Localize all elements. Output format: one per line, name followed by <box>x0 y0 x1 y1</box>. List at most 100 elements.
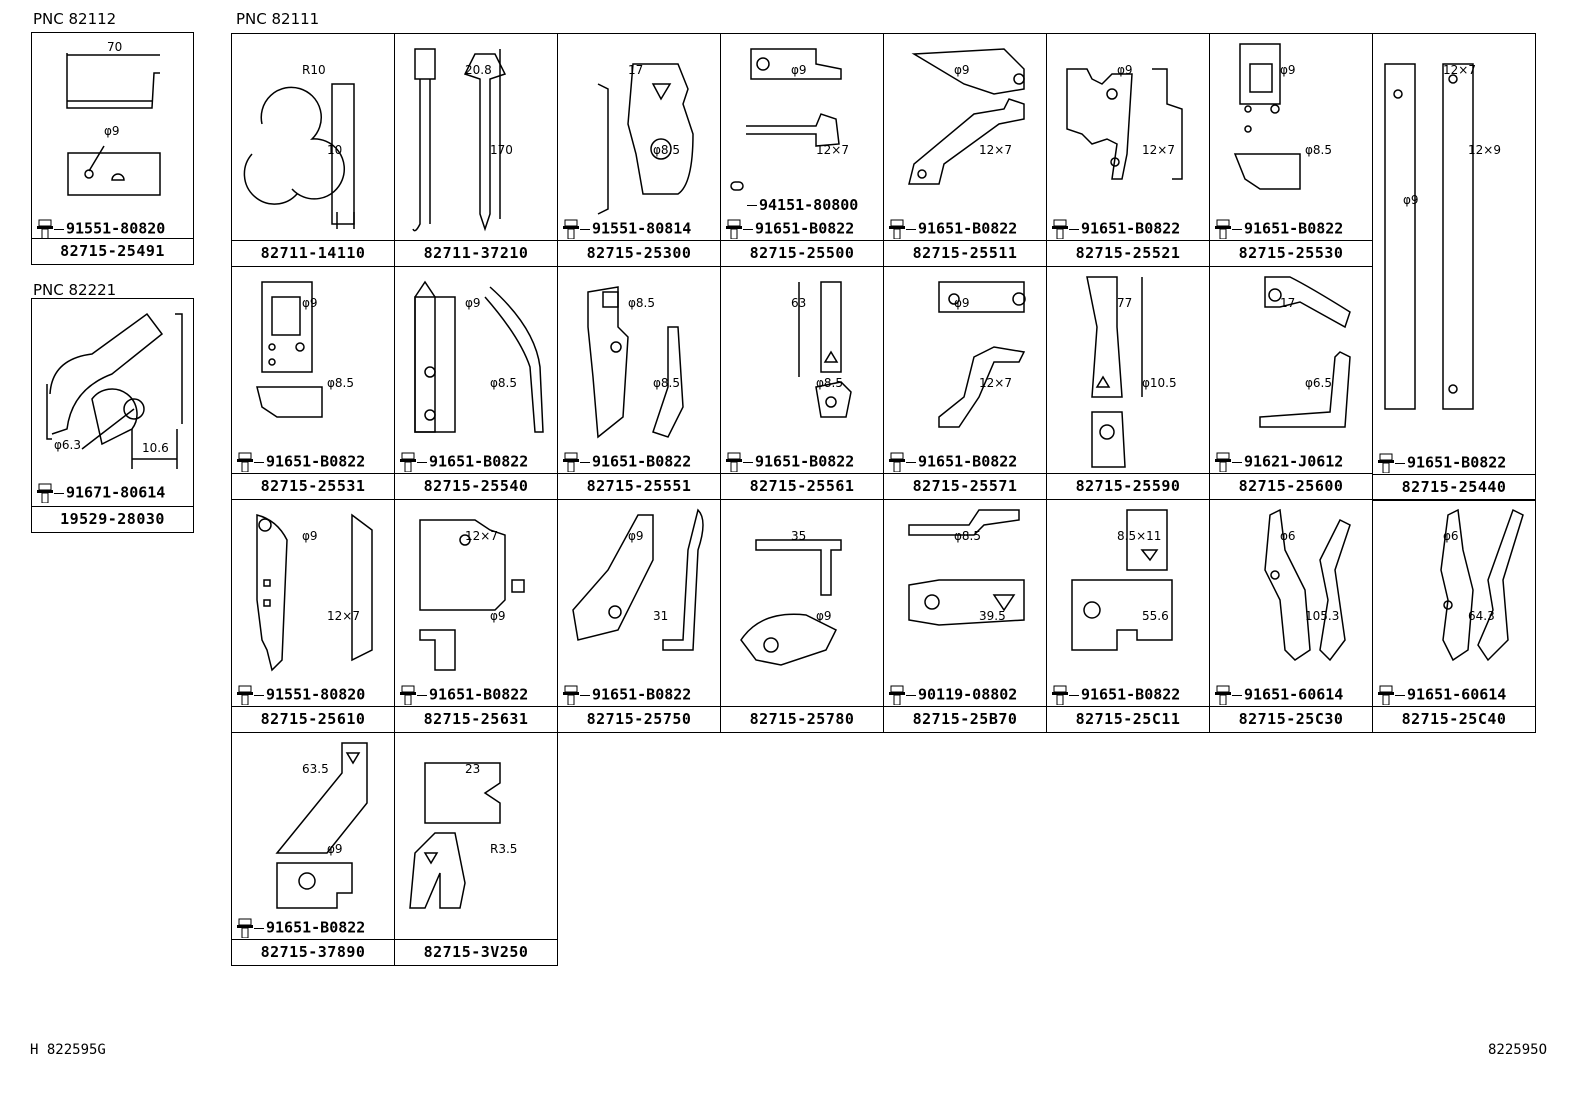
bolt-icon <box>562 685 580 705</box>
bracket-drawing <box>1066 68 1183 180</box>
bolt-icon <box>399 685 417 705</box>
bolt-callout: 91651-B0822 <box>399 452 528 472</box>
bracket-drawing <box>1071 509 1173 651</box>
part-number: 82715-25590 <box>1047 473 1209 499</box>
bracket-drawing <box>730 48 842 191</box>
part-cell-82715-25491[interactable]: 70 φ9 91551-80820 82715-25491 <box>31 32 194 265</box>
dimension-label: φ6.3 <box>54 438 81 452</box>
part-number: 82715-25531 <box>232 473 394 499</box>
part-cell-19529-28030[interactable]: φ6.3 10.6 91671-80614 19529-28030 <box>31 298 194 533</box>
dimension-label: 55.6 <box>1142 609 1169 623</box>
part-number: 82715-25B70 <box>884 706 1046 732</box>
bracket-drawing <box>798 281 852 418</box>
dimension-label: 35 <box>791 529 807 543</box>
dimension-label: φ8.5 <box>628 296 655 310</box>
bolt-icon <box>562 452 580 472</box>
bolt-icon <box>888 452 906 472</box>
bolt-callout: 91651-B0822 <box>725 219 854 239</box>
bolt-icon <box>236 452 254 472</box>
dimension-label: φ9 <box>465 296 481 310</box>
bolt-callout: 91651-B0822 <box>399 685 528 705</box>
dimension-label: φ6.5 <box>1305 376 1332 390</box>
dimension-label: 10 <box>327 143 343 157</box>
bolt-number: 91651-60614 <box>1407 685 1507 704</box>
dimension-label: 23 <box>465 762 481 776</box>
bracket-drawing <box>938 281 1026 428</box>
bolt-number: 91651-B0822 <box>1081 685 1181 704</box>
pnc-82221-label: PNC 82221 <box>33 281 117 299</box>
bolt-callout: 91651-B0822 <box>1051 219 1180 239</box>
dimension-label: R10 <box>302 63 326 77</box>
bolt-number: 91551-80820 <box>266 685 366 704</box>
bracket-drawing <box>1440 508 1524 662</box>
bolt-number: 91651-B0822 <box>429 452 529 471</box>
part-number: 82715-25C40 <box>1373 706 1535 732</box>
bolt-icon <box>1051 219 1069 239</box>
part-number: 82715-25491 <box>32 238 193 264</box>
bracket-drawing <box>46 312 183 469</box>
dimension-label: 63 <box>791 296 807 310</box>
dimension-label: 12×7 <box>979 143 1012 157</box>
bolt-number: 91651-B0822 <box>429 685 529 704</box>
dimension-label: φ9 <box>791 63 807 77</box>
dimension-label: φ9 <box>1280 63 1296 77</box>
part-cell-82711-14110[interactable]: R10 10 82711-14110 <box>231 33 395 267</box>
bolt-callout: 91651-B0822 <box>236 918 365 938</box>
bolt-callout: 91671-80614 <box>36 483 165 503</box>
bolt-callout: 91651-B0822 <box>1214 219 1343 239</box>
bracket-drawing <box>409 762 501 909</box>
bolt-icon <box>399 452 417 472</box>
bolt-callout: 91651-B0822 <box>562 685 691 705</box>
bracket-drawing <box>908 509 1025 626</box>
bolt-icon <box>1214 452 1232 472</box>
dimension-label: φ6 <box>1443 529 1459 543</box>
bolt-number: 91651-B0822 <box>1081 219 1181 238</box>
bracket-drawing <box>1086 276 1143 468</box>
part-number: 82711-14110 <box>232 240 394 266</box>
dimension-label: φ8.5 <box>1305 143 1332 157</box>
part-number: 82715-25500 <box>721 240 883 266</box>
part-number: 82715-25C30 <box>1210 706 1372 732</box>
dimension-label: 12×7 <box>816 143 849 157</box>
part-number: 82715-25571 <box>884 473 1046 499</box>
bolt-number: 91551-80820 <box>66 219 166 238</box>
dimension-label: 31 <box>653 609 669 623</box>
bolt-number: 90119-08802 <box>918 685 1018 704</box>
bolt-callout: 91651-60614 <box>1214 685 1343 705</box>
part-number: 82715-25561 <box>721 473 883 499</box>
bracket-drawing <box>1264 508 1351 662</box>
part-number: 82715-25610 <box>232 706 394 732</box>
part-number: 82715-25511 <box>884 240 1046 266</box>
footer-code-left: H 822595G <box>30 1042 106 1058</box>
dimension-label: 105.3 <box>1305 609 1340 623</box>
bolt-number: 91651-B0822 <box>592 685 692 704</box>
dimension-label: φ8.5 <box>490 376 517 390</box>
part-number: 82715-25530 <box>1210 240 1372 266</box>
part-number: 19529-28030 <box>32 506 193 532</box>
bolt-number: 91651-B0822 <box>592 452 692 471</box>
